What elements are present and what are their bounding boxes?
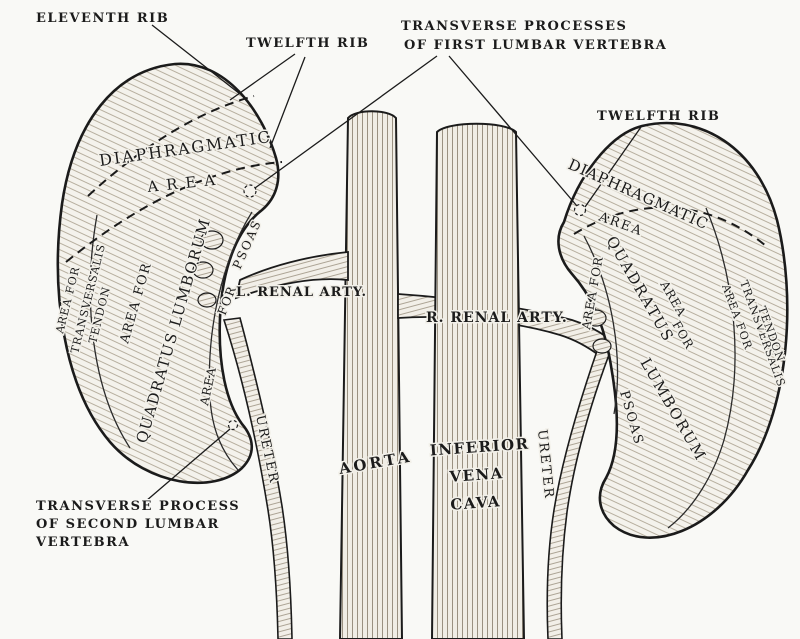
left-boundary-transversalis [89, 214, 131, 449]
right-ureter-vessel [546, 346, 612, 639]
leader-transverse-first-right [448, 55, 578, 207]
right-kidney [557, 121, 789, 539]
leader-transverse-first-left [254, 55, 438, 189]
left-hilum-lump [197, 292, 217, 308]
first-lumbar-process-marker-left [243, 184, 257, 198]
leader-twelfth-rib-left-2 [269, 56, 306, 149]
left-kidney [56, 62, 283, 485]
left-boundary-psoas [208, 211, 253, 471]
transverse-second-label-line2: OF SECOND LUMBAR [36, 517, 220, 532]
aorta-vessel [338, 110, 404, 639]
transverse-second-label-line1: TRANSVERSE PROCESS [36, 499, 240, 514]
transverse-first-label-line2: OF FIRST LUMBAR VERTEBRA [404, 38, 667, 53]
right-hilum-lump [592, 338, 612, 354]
leader-twelfth-rib-left-1 [229, 53, 296, 101]
transverse-first-label-line1: TRANSVERSE PROCESSES [401, 19, 627, 34]
annotation-captions: ELEVENTH RIB TWELFTH RIB TRANSVERSE PROC… [34, 10, 721, 552]
great-vessels [234, 110, 610, 639]
inferior-vena-cava-vessel [430, 122, 526, 639]
twelfth-rib-right-label: TWELFTH RIB [597, 109, 720, 124]
left-kidney-outline [56, 62, 280, 485]
transverse-second-label-line3: VERTEBRA [35, 535, 130, 550]
left-ureter-vessel [222, 317, 293, 639]
right-renal-artery-label: R. RENAL ARTY. [426, 310, 568, 326]
ivc-label-line2: VENA [448, 464, 505, 486]
eleventh-rib-dashed-line [87, 95, 255, 197]
eleventh-rib-label: ELEVENTH RIB [36, 11, 169, 26]
left-renal-artery-vessel [234, 251, 349, 300]
ureters [222, 317, 612, 639]
right-kidney-outline [557, 121, 789, 539]
twelfth-rib-left-label: TWELFTH RIB [246, 36, 369, 51]
right-boundary-psoas [583, 235, 619, 415]
second-lumbar-process-marker [227, 419, 239, 431]
leader-twelfth-rib-right [584, 126, 642, 208]
leader-lines [145, 24, 642, 502]
first-lumbar-process-marker-right [573, 203, 587, 217]
ivc-label-line3: CAVA [450, 492, 502, 513]
leader-eleventh-rib [151, 24, 241, 95]
left-hilum-lump [200, 230, 224, 250]
leader-transverse-second [145, 428, 231, 502]
left-hilum-lump [192, 261, 214, 279]
right-boundary-transversalis [667, 207, 736, 529]
twelfth-rib-dashed-line-left [65, 161, 283, 263]
left-renal-artery-label: L. RENAL ARTY. [236, 285, 367, 300]
right-hilum-lump [585, 309, 607, 327]
